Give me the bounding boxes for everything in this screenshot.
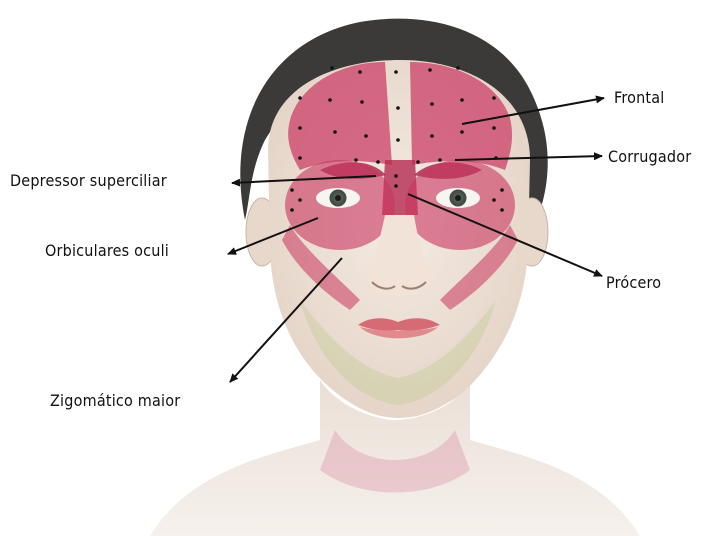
label-corrugador: Corrugador <box>608 147 691 166</box>
label-orbiculares-oculi: Orbiculares oculi <box>45 241 169 260</box>
label-procero: Prócero <box>606 273 661 292</box>
label-depressor-superciliar: Depressor superciliar <box>10 171 167 190</box>
right-pupil <box>455 195 461 201</box>
label-frontal: Frontal <box>614 88 664 107</box>
left-pupil <box>335 195 341 201</box>
label-zigomatico-maior: Zigomático maior <box>50 391 180 410</box>
